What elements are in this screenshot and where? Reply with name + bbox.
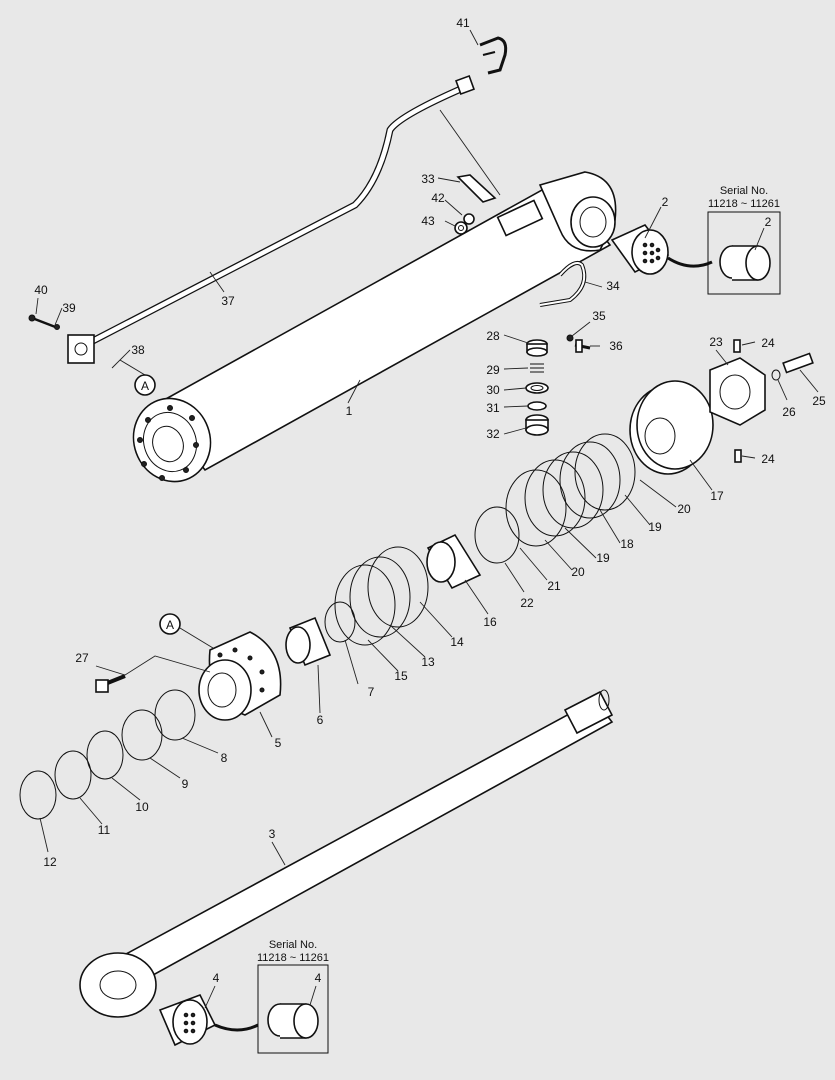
callout-5: 5	[275, 736, 282, 750]
callout-13: 13	[421, 655, 435, 669]
serial-title: Serial No.	[720, 185, 768, 197]
callout-1: 1	[346, 404, 353, 418]
serial-range: 11218 ~ 11261	[257, 952, 329, 964]
callout-19-second: 19	[596, 551, 610, 565]
callout-20-second: 20	[571, 565, 585, 579]
u-bolt-part-41	[479, 36, 508, 75]
bushing-part-6	[285, 616, 332, 667]
reference-marker-label: A	[166, 618, 174, 632]
callout-27: 27	[75, 651, 89, 665]
callout-43: 43	[421, 214, 435, 228]
callout-20: 20	[677, 502, 691, 516]
serial-title: Serial No.	[269, 939, 317, 951]
callout-23: 23	[709, 335, 723, 349]
callout-6: 6	[317, 713, 324, 727]
callout-30: 30	[486, 383, 500, 397]
callout-9: 9	[182, 777, 189, 791]
nut-part-23	[709, 339, 766, 463]
callout-7: 7	[368, 685, 375, 699]
callout-17: 17	[710, 489, 724, 503]
callout-28: 28	[486, 329, 500, 343]
callout-32: 32	[486, 427, 500, 441]
callout-26: 26	[782, 405, 796, 419]
serial-box-bottom	[257, 964, 329, 1054]
callout-29: 29	[486, 363, 500, 377]
callout-10: 10	[135, 800, 149, 814]
callout-25: 25	[812, 394, 826, 408]
serial-labels-top: Serial No. 11218 ~ 11261	[708, 185, 780, 210]
callout-4: 4	[213, 971, 220, 985]
pipe-part-37	[67, 75, 475, 364]
callout-21: 21	[547, 579, 561, 593]
valve-parts-28-32	[525, 339, 549, 436]
seal-rings-13-15	[334, 546, 429, 646]
callout-11: 11	[98, 823, 111, 837]
band-clamp-part-34	[539, 261, 587, 307]
bolt-part-27	[95, 674, 126, 693]
callout-22: 22	[520, 596, 534, 610]
bolt-part-40	[28, 314, 60, 330]
bushing-part-4	[158, 993, 259, 1047]
piston-rod-part-3	[79, 689, 614, 1018]
reference-marker-a-bottom: A	[159, 613, 181, 635]
serial-box-top	[707, 211, 781, 295]
piston-part-17	[629, 380, 714, 475]
bushing-part-2	[610, 224, 713, 275]
callout-8: 8	[221, 751, 228, 765]
callout-42: 42	[431, 191, 445, 205]
callout-4-serial: 4	[315, 971, 322, 985]
callout-31: 31	[486, 401, 500, 415]
callout-15: 15	[394, 669, 408, 683]
callout-labels: 1 2 2 3 4 4 5 6 7 8 9 10 11 12 13 14 15 …	[34, 16, 826, 985]
callout-14: 14	[450, 635, 464, 649]
bushing-part-16	[426, 533, 482, 590]
callout-12: 12	[43, 855, 57, 869]
callout-24: 24	[761, 336, 775, 350]
seal-rings-18-22	[474, 433, 636, 564]
callout-36: 36	[609, 339, 623, 353]
bracket-part-33	[454, 174, 497, 235]
callout-18: 18	[620, 537, 634, 551]
reference-marker-label: A	[141, 379, 149, 393]
callout-41: 41	[456, 16, 470, 30]
serial-labels-bottom: Serial No. 11218 ~ 11261	[257, 939, 329, 964]
callout-34: 34	[606, 279, 620, 293]
callout-2-serial: 2	[765, 215, 772, 229]
callout-3: 3	[269, 827, 276, 841]
callout-37: 37	[221, 294, 235, 308]
serial-range: 11218 ~ 11261	[708, 198, 780, 210]
callout-33: 33	[421, 172, 435, 186]
reference-marker-a-top: A	[134, 374, 156, 396]
callout-35: 35	[592, 309, 606, 323]
leader-lines	[35, 29, 819, 1009]
callout-40: 40	[34, 283, 48, 297]
callout-38: 38	[131, 343, 145, 357]
callout-2: 2	[662, 195, 669, 209]
pin-part-25	[771, 352, 814, 381]
seal-part-7	[324, 601, 356, 643]
seal-rings-8-12	[19, 689, 196, 820]
small-parts-35-36	[566, 334, 591, 353]
gland-part-5	[198, 631, 282, 721]
callout-24-second: 24	[761, 452, 775, 466]
callout-19: 19	[648, 520, 662, 534]
callout-16: 16	[483, 615, 497, 629]
callout-39: 39	[62, 301, 76, 315]
cylinder-tube	[132, 171, 617, 483]
